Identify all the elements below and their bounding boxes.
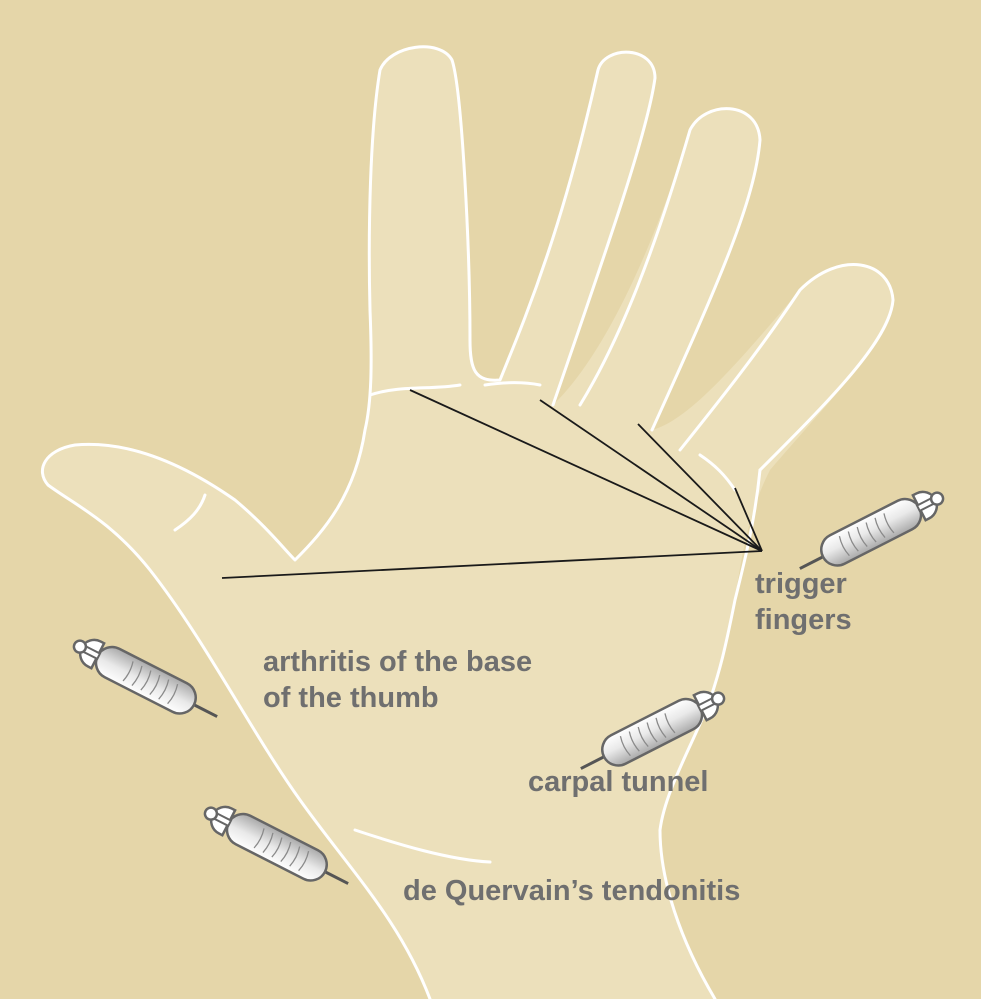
label-trigger-fingers-line2: fingers xyxy=(755,604,852,636)
label-thumb-arthritis-line2: of the thumb xyxy=(263,682,439,714)
label-trigger-fingers: trigger fingers xyxy=(755,566,852,638)
label-thumb-arthritis-line1: arthritis of the base xyxy=(263,646,533,678)
leader-lines xyxy=(221,389,763,579)
hand-outline xyxy=(41,45,895,999)
label-trigger-fingers-line1: trigger xyxy=(755,568,847,600)
hand-shape xyxy=(42,46,893,999)
label-thumb-arthritis: arthritis of the base of the thumb xyxy=(263,644,532,716)
label-de-quervain: de Quervain’s tendonitis xyxy=(403,875,741,907)
label-carpal-tunnel: carpal tunnel xyxy=(528,766,709,798)
